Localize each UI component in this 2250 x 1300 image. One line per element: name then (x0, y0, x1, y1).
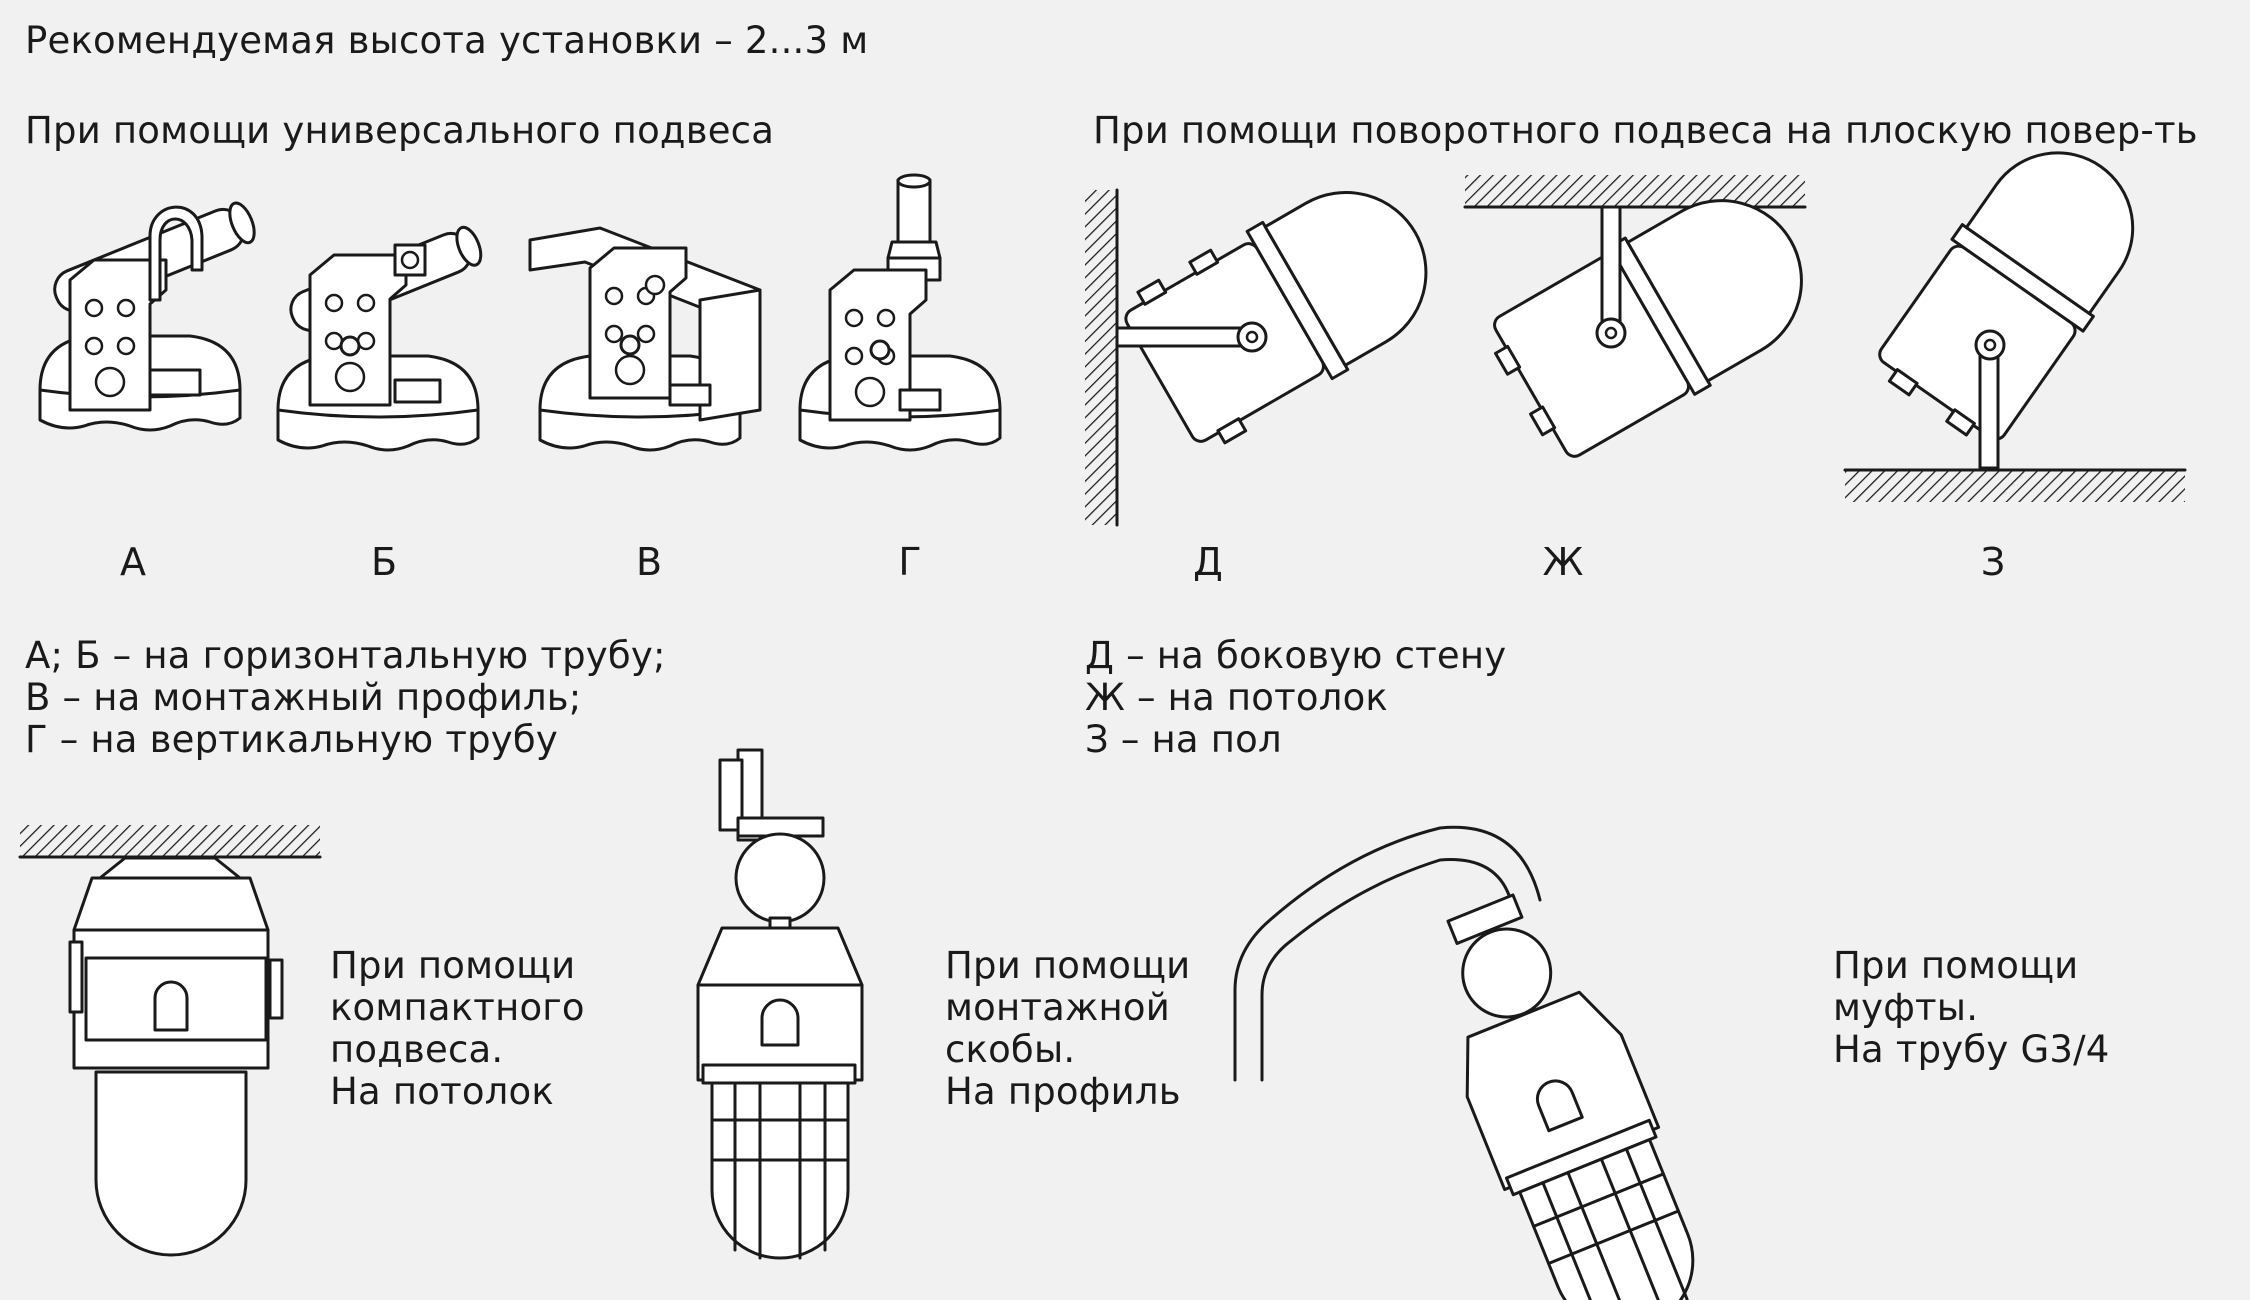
height-note: Рекомендуемая высота установки – 2...3 м (25, 19, 869, 62)
label-b: Б (370, 540, 398, 584)
universal-mount-title: При помощи универсального подвеса (25, 109, 775, 152)
label-d: Д (1193, 540, 1223, 584)
label-a: А (120, 540, 146, 584)
label-g: Г (898, 540, 922, 584)
legend-left-line-3: Г – на вертикальную трубу (25, 718, 558, 761)
legend-right-line-3: З – на пол (1085, 718, 1282, 761)
figure-a-universal-horizontal-pipe (38, 201, 256, 432)
figure-v-universal-mounting-profile (528, 226, 762, 452)
figure-b-universal-horizontal-pipe (276, 225, 483, 452)
caption-bracket-mount: При помощи монтажной скобы. На профиль (945, 944, 1191, 1113)
caption-compact-mount: При помощи компактного подвеса. На потол… (330, 944, 585, 1113)
label-z: З (1980, 540, 2006, 584)
figure-z-floor (1843, 151, 2187, 502)
figure-g-universal-vertical-pipe (798, 173, 1002, 452)
swivel-mount-title: При помощи поворотного подвеса на плоску… (1093, 109, 2198, 152)
figure-zh-ceiling (1463, 175, 1807, 458)
bracket-luminaire (696, 748, 864, 1260)
compact-ceiling-luminaire (18, 825, 322, 1257)
coupling-luminaire (1233, 825, 1695, 1300)
figure-d-side-wall (1085, 188, 1428, 527)
label-zh: Ж (1542, 540, 1584, 584)
legend-right-line-1: Д – на боковую стену (1085, 634, 1507, 677)
legend-left-line-1: А; Б – на горизонтальную трубу; (25, 634, 666, 677)
legend-right-line-2: Ж – на потолок (1085, 676, 1388, 719)
legend-left-line-2: В – на монтажный профиль; (25, 676, 582, 719)
caption-coupling-mount: При помощи муфты. На трубу G3/4 (1833, 944, 2110, 1071)
label-v: В (635, 540, 663, 584)
